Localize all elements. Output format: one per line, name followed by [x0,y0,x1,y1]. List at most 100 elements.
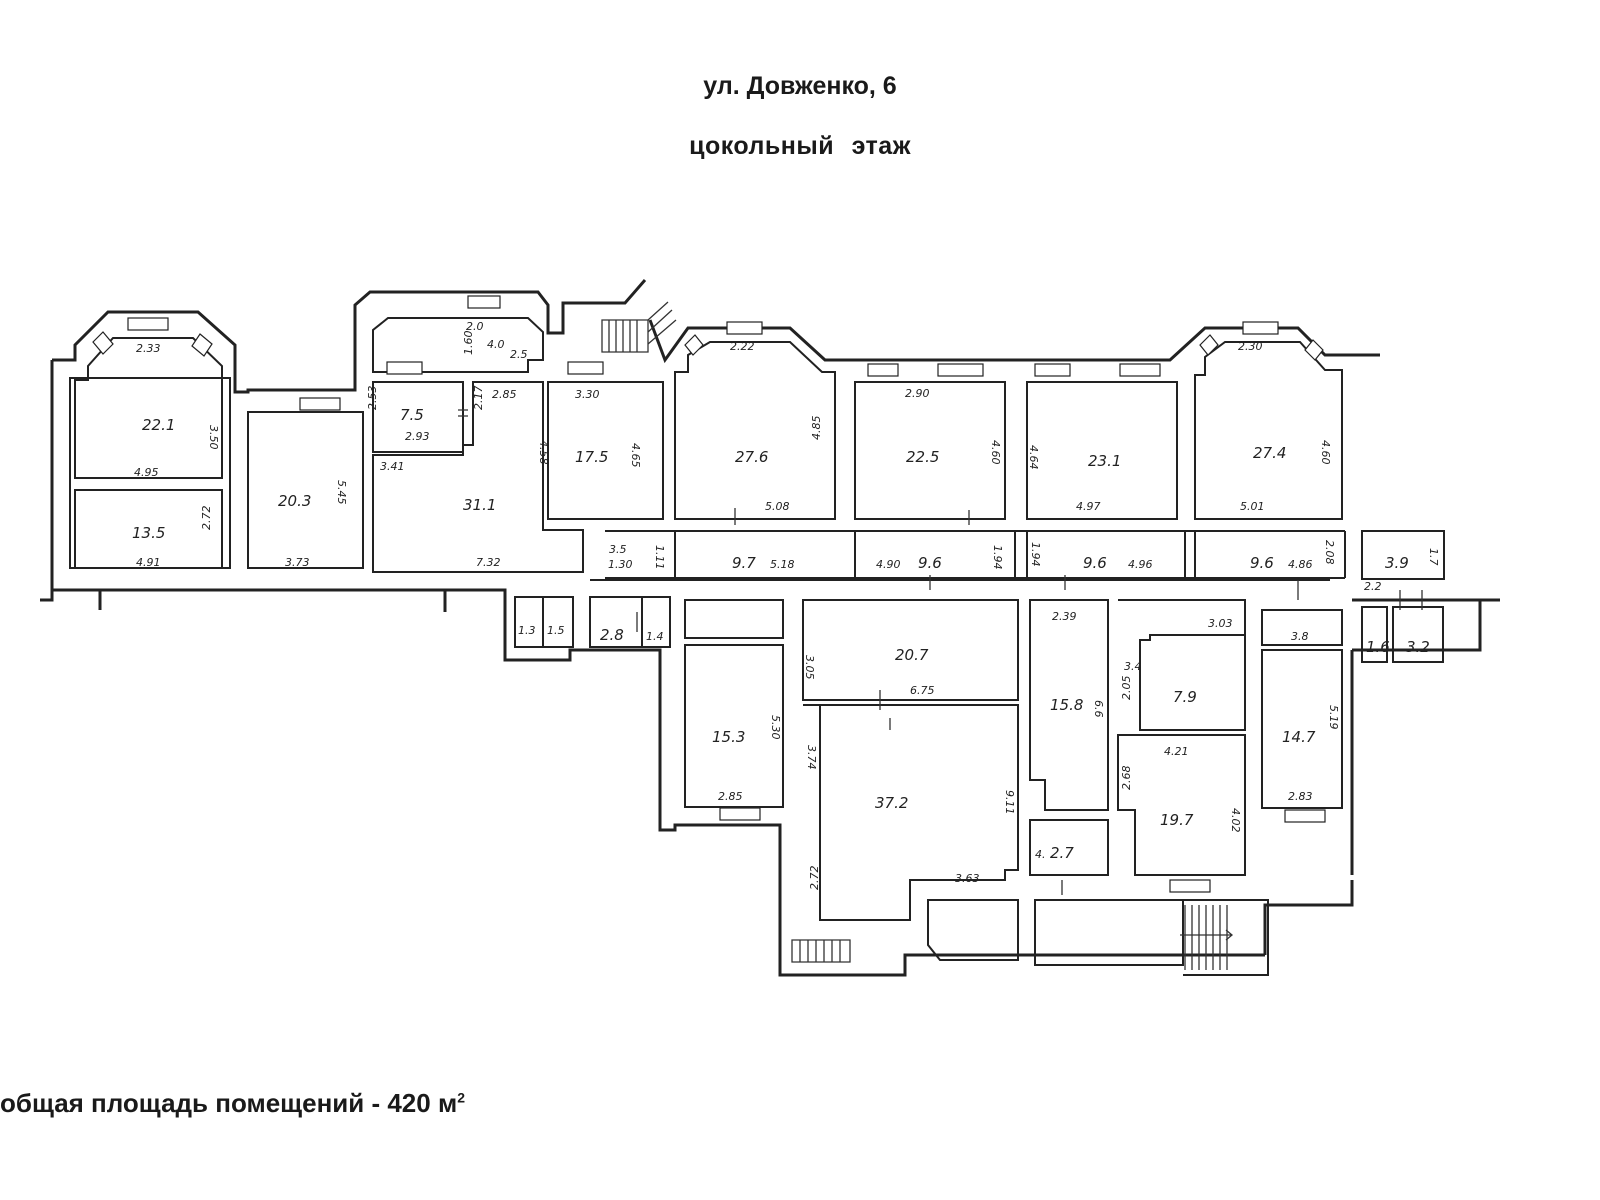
room-area: 31.1 [463,496,496,514]
dimension-label: 4.60 [989,440,1002,465]
room-dimension-labels: 2.33 4.95 3.50 4.91 2.72 3.73 5.45 2.93 … [134,320,1440,890]
dimension-label: 2.68 [1120,766,1133,791]
room-area: 1.6 [1366,638,1390,656]
dimension-label: 2.05 [1120,676,1133,701]
room-area: 15.3 [712,728,745,746]
dimension-label: 4. [1035,848,1046,861]
dimension-label: 2.85 [492,388,517,401]
dimension-label: 4.02 [1229,808,1242,833]
dimension-label: 6.6 [1092,700,1105,718]
dimension-label: 5.30 [769,715,782,740]
dimension-label: 5.19 [1327,705,1340,730]
dimension-label: 2.5 [510,348,528,361]
dimension-label: 5.18 [770,558,795,571]
dimension-label: 4.86 [1288,558,1313,571]
dimension-label: 5.08 [765,500,790,513]
dimension-label: 4.85 [810,416,823,441]
dimension-label: 3.8 [1291,630,1309,643]
dimension-label: 4.95 [134,466,159,479]
room-area: 9.7 [732,554,756,572]
door-marks [458,409,1423,895]
room-area: 23.1 [1088,452,1121,470]
dimension-label: 3.4 [1124,660,1142,673]
room-area: 7.9 [1173,688,1197,706]
dimension-label: 2.08 [1323,540,1336,565]
room-area: 3.2 [1406,638,1430,656]
dimension-label: 2.85 [718,790,743,803]
dimension-label: 2.0 [466,320,484,333]
dimension-label: 4.58 [537,440,550,465]
room-area: 2.8 [600,626,624,644]
dimension-label: 1.60 [462,331,475,356]
room-area: 19.7 [1160,811,1194,829]
dimension-label: 2.22 [730,340,755,353]
plan-address-title: ул. Довженко, 6 [703,72,897,100]
room-area: 22.5 [906,448,939,466]
dimension-label: 2.17 [472,386,485,411]
dimension-label: 3.05 [803,655,816,680]
dimension-label: 4.65 [629,443,642,468]
dimension-label: 2.2 [1364,580,1382,593]
room-area: 20.3 [278,492,311,510]
dimension-label: 3.73 [285,556,310,569]
room-area: 37.2 [875,794,908,812]
room-area: 14.7 [1282,728,1316,746]
dimension-label: 1.94 [991,545,1004,570]
room-area: 9.6 [1083,554,1107,572]
dimension-label: 7.32 [476,556,501,569]
dimension-label: 3.30 [575,388,600,401]
room-area: 1.3 [518,624,536,637]
dimension-label: 4.60 [1319,440,1332,465]
dimension-label: 3.03 [1208,617,1233,630]
room-area: 27.4 [1253,444,1286,462]
room-area: 13.5 [132,524,165,542]
dimension-label: 5.45 [335,480,348,505]
room-area: 3.9 [1385,554,1409,572]
room-area: 20.7 [895,646,929,664]
dimension-label: 9.11 [1003,790,1016,815]
dimension-label: 3.74 [805,745,818,770]
dimension-label: 2.93 [405,430,430,443]
dimension-label: 4.64 [1027,445,1040,470]
room-area: 1.5 [547,624,565,637]
dimension-label: 2.90 [905,387,930,400]
dimension-label: 2.72 [200,506,213,531]
outer-walls [40,279,1500,977]
room-area: 4.0 [487,338,505,351]
room-area: 9.6 [918,554,942,572]
dimension-label: 3.63 [955,872,980,885]
dimension-label: 3.50 [207,425,220,450]
dimension-label: 4.90 [876,558,901,571]
dimension-label: 2.72 [808,866,821,891]
dimension-label: 2.53 [366,386,379,411]
stairs [601,301,1234,970]
room-area: 15.8 [1050,696,1083,714]
dimension-label: 2.39 [1052,610,1077,623]
room-area: 27.6 [735,448,768,466]
dimension-label: 5.01 [1240,500,1265,513]
room-area: 7.5 [400,406,424,424]
room-walls [74,317,1445,976]
total-area-caption: общая площадь помещений - 420 м2 [0,1088,465,1119]
dimension-label: 4.96 [1128,558,1153,571]
dimension-label: 1.94 [1029,542,1042,567]
dimension-label: 4.21 [1164,745,1189,758]
dimension-label: 4.97 [1076,500,1101,513]
dimension-label: 3.41 [380,460,405,473]
total-area-text: общая площадь помещений - 420 м [0,1088,458,1118]
windows [92,295,1326,893]
dimension-label: 1.7 [1427,548,1440,566]
dimension-label: 3.5 [609,543,627,556]
dimension-label: 2.33 [136,342,161,355]
dimension-label: 6.75 [910,684,935,697]
room-area-labels: 22.1 13.5 20.3 7.5 4.0 31.1 17.5 27.6 22… [132,338,1430,862]
room-area: 2.7 [1050,844,1074,862]
room-area: 22.1 [142,416,175,434]
room-area: 17.5 [575,448,608,466]
room-area: 9.6 [1250,554,1274,572]
dimension-label: 2.83 [1288,790,1313,803]
room-area: 1.4 [646,630,664,643]
dimension-label: 4.91 [136,556,161,569]
room-area: 1.30 [608,558,633,571]
